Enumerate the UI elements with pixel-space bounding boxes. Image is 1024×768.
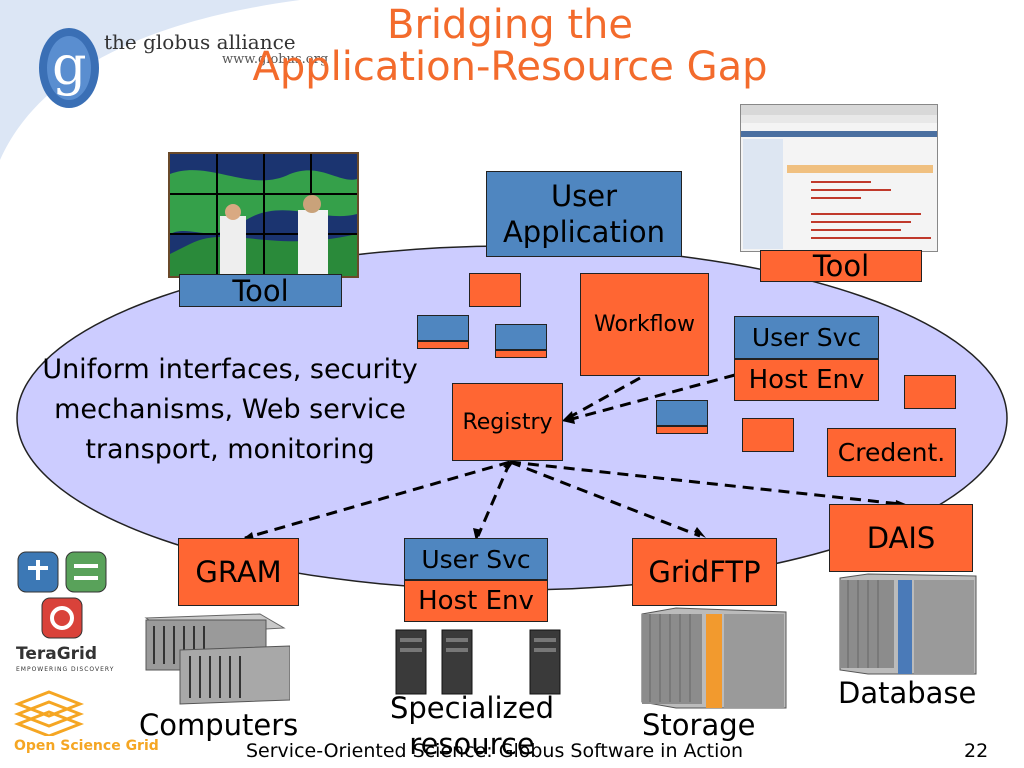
specialized-resource-image bbox=[395, 629, 561, 695]
slide-title: Bridging the Application-Resource Gap bbox=[160, 4, 860, 88]
database-image bbox=[839, 573, 977, 675]
tool-left-box: Tool bbox=[179, 274, 342, 308]
arrow-workflow-registry bbox=[567, 376, 641, 420]
database-label: Database bbox=[838, 676, 977, 710]
user-application-box: User Application bbox=[486, 171, 682, 257]
arrow-registry-gram bbox=[244, 460, 511, 540]
computers-label: Computers bbox=[139, 708, 299, 742]
service-block bbox=[469, 273, 521, 307]
specialized-resource-label: Specialized resource bbox=[389, 691, 555, 761]
service-block bbox=[417, 315, 469, 349]
globus-logo-name: the globus alliance bbox=[104, 30, 296, 54]
user-svc-bottom-box: User Svc bbox=[404, 538, 548, 580]
credent-box: Credent. bbox=[827, 428, 956, 477]
teragrid-tagline: EMPOWERING DISCOVERY bbox=[16, 666, 115, 673]
page-number: 22 bbox=[964, 740, 989, 762]
teragrid-logo: TeraGrid EMPOWERING DISCOVERY bbox=[14, 548, 124, 678]
teragrid-icon bbox=[17, 551, 107, 639]
globus-logo-letter: g bbox=[52, 34, 87, 97]
ellipse-description: Uniform interfaces, security mechanisms,… bbox=[42, 354, 418, 465]
teragrid-name: TeraGrid bbox=[16, 644, 98, 664]
arrow-hostenv-registry bbox=[567, 373, 736, 422]
arrow-registry-usersvc bbox=[476, 461, 512, 537]
host-env-top-box: Host Env bbox=[734, 359, 879, 401]
storage-image bbox=[641, 607, 787, 709]
globus-logo-url: www.globus.org bbox=[222, 52, 329, 67]
title-line-2: Application-Resource Gap bbox=[252, 44, 768, 90]
osg-icon bbox=[13, 690, 85, 738]
registry-box: Registry bbox=[452, 383, 563, 461]
computers-image bbox=[144, 613, 290, 705]
globus-logo: g bbox=[38, 28, 100, 114]
gram-box: GRAM bbox=[178, 538, 299, 606]
user-svc-top-box: User Svc bbox=[734, 316, 879, 359]
osg-logo: Open Science Grid bbox=[13, 688, 174, 758]
storage-label: Storage bbox=[642, 708, 756, 742]
portal-screenshot bbox=[740, 104, 938, 252]
globus-logo-icon bbox=[39, 28, 99, 108]
title-line-1: Bridging the bbox=[387, 2, 633, 48]
viz-wall-photo bbox=[168, 152, 359, 278]
service-block bbox=[656, 400, 708, 434]
dais-box: DAIS bbox=[829, 504, 973, 572]
workflow-box: Workflow bbox=[580, 273, 709, 376]
host-env-bottom-box: Host Env bbox=[404, 580, 548, 622]
footer-text: Service-Oriented Science: Globus Softwar… bbox=[246, 740, 744, 762]
service-block bbox=[904, 375, 956, 409]
arrow-registry-gridftp bbox=[509, 460, 701, 538]
tool-right-box: Tool bbox=[760, 249, 922, 283]
service-block bbox=[742, 418, 794, 452]
gridftp-box: GridFTP bbox=[632, 538, 777, 606]
service-block bbox=[495, 324, 547, 358]
arrow-registry-dais bbox=[509, 460, 901, 506]
osg-name: Open Science Grid bbox=[14, 738, 159, 754]
